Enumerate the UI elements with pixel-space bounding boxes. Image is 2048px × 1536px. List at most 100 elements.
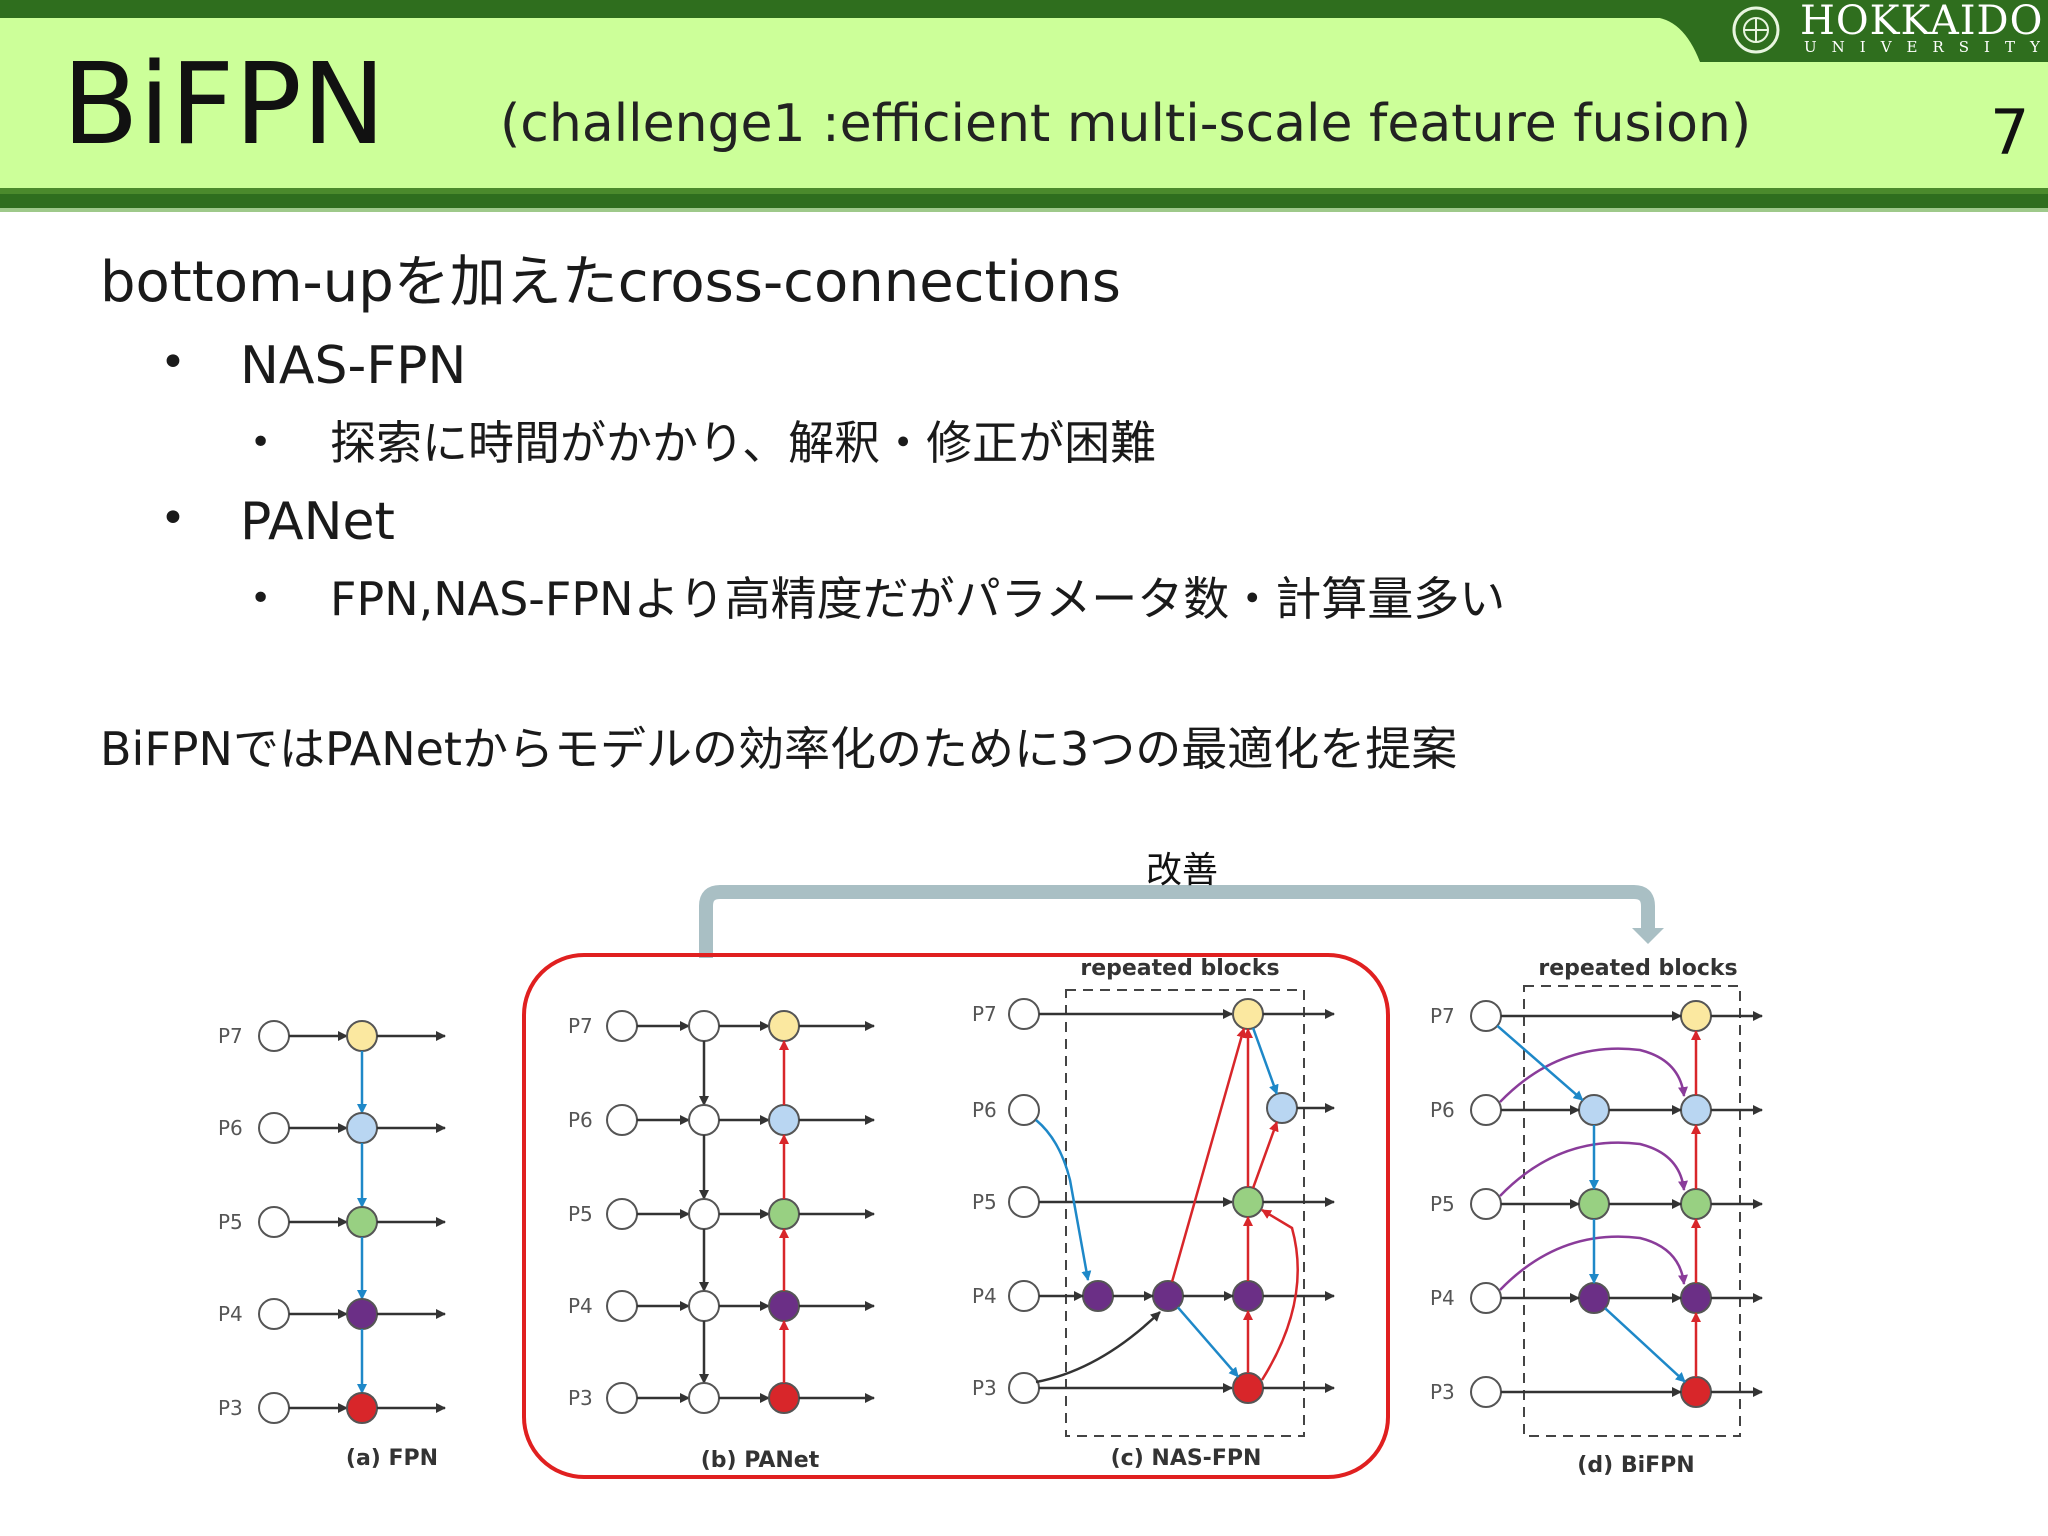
fpn-node xyxy=(346,1020,378,1052)
input-node xyxy=(258,1298,290,1330)
input-node xyxy=(1470,1188,1502,1220)
input-node xyxy=(1470,1376,1502,1408)
nas-node xyxy=(1232,1372,1264,1404)
nas-node xyxy=(1266,1092,1298,1124)
level-label: P4 xyxy=(972,1284,997,1308)
level-label: P7 xyxy=(972,1002,997,1026)
fpn-node xyxy=(346,1112,378,1144)
input-node xyxy=(258,1112,290,1144)
level-label: P6 xyxy=(1430,1098,1455,1122)
improve-label: 改善 xyxy=(1146,850,1218,891)
nas-node xyxy=(1082,1280,1114,1312)
improve-arrow xyxy=(699,885,1655,958)
panet-node xyxy=(768,1010,800,1042)
slide-subtitle: (challenge1 :efficient multi-scale featu… xyxy=(500,94,1752,154)
level-label: P6 xyxy=(568,1108,593,1132)
sub-bullet-panet: FPN,NAS-FPNより高精度だがパラメータ数・計算量多い xyxy=(330,572,1506,626)
level-label: P3 xyxy=(972,1376,997,1400)
top-down-node xyxy=(688,1290,720,1322)
input-node xyxy=(1008,1372,1040,1404)
bifpn-node xyxy=(1680,1094,1712,1126)
logo-name: HOKKAIDO xyxy=(1800,0,2044,44)
input-node xyxy=(1470,1094,1502,1126)
input-node xyxy=(1470,1282,1502,1314)
input-node xyxy=(1470,1000,1502,1032)
level-label: P5 xyxy=(568,1202,593,1226)
nas-node xyxy=(1232,1186,1264,1218)
level-label: P5 xyxy=(1430,1192,1455,1216)
bullet-dot: • xyxy=(160,337,186,388)
bifpn-node xyxy=(1680,1282,1712,1314)
nas-node xyxy=(1152,1280,1184,1312)
input-node xyxy=(606,1382,638,1414)
level-label: P4 xyxy=(1430,1286,1455,1310)
bifpn-node xyxy=(1680,1376,1712,1408)
fpn-node xyxy=(346,1298,378,1330)
level-label: P3 xyxy=(568,1386,593,1410)
university-logo xyxy=(1722,0,2042,62)
body-line-bifpn-proposal: BiFPNではPANetからモデルの効率化のために3つの最適化を提案 xyxy=(100,722,1458,776)
nas-blue-arrow xyxy=(1035,1119,1092,1281)
bifpn-node xyxy=(1680,1188,1712,1220)
level-label: P6 xyxy=(972,1098,997,1122)
improve-arrowhead xyxy=(1632,928,1664,944)
panet-node xyxy=(768,1104,800,1136)
bullet-panet: PANet xyxy=(240,492,395,552)
top-down-arrow xyxy=(1496,1024,1584,1102)
highlight-box xyxy=(522,953,1390,1479)
emblem-icon xyxy=(1732,6,1780,54)
body-line-bottom-up: bottom-upを加えたcross-connections xyxy=(100,250,1121,315)
level-label: P4 xyxy=(568,1294,593,1318)
input-node xyxy=(1008,1280,1040,1312)
panet-node xyxy=(768,1290,800,1322)
slide-number: 7 xyxy=(1990,96,2030,169)
caption-panet: (b) PANet xyxy=(701,1448,820,1473)
panet-node xyxy=(768,1198,800,1230)
bifpn-node xyxy=(1680,1000,1712,1032)
top-down-node xyxy=(688,1382,720,1414)
bifpn-mid-node xyxy=(1578,1282,1610,1314)
bullet-nas-fpn: NAS-FPN xyxy=(240,336,467,396)
nas-red-curve xyxy=(1260,1208,1299,1381)
nas-red-arrow xyxy=(1251,1121,1279,1189)
repeated-blocks-label-nas: repeated blocks xyxy=(1080,956,1279,981)
level-label: P6 xyxy=(218,1116,243,1140)
level-label: P5 xyxy=(218,1210,243,1234)
nas-node xyxy=(1232,1280,1264,1312)
panet-node xyxy=(768,1382,800,1414)
skip-connection-arrow xyxy=(1499,1047,1688,1103)
level-label: P7 xyxy=(218,1024,243,1048)
skip-connection-arrow xyxy=(1499,1141,1688,1197)
input-node xyxy=(258,1020,290,1052)
nas-blue-arrow xyxy=(1251,1027,1279,1095)
fpn-node xyxy=(346,1392,378,1424)
sub-bullet-dot: • xyxy=(250,578,272,619)
caption-bifpn: (d) BiFPN xyxy=(1577,1453,1694,1478)
nas-blue-arrow xyxy=(1176,1306,1240,1378)
bullet-dot: • xyxy=(160,493,186,544)
bifpn-mid-node xyxy=(1578,1188,1610,1220)
sub-bullet-dot: • xyxy=(250,422,272,463)
caption-fpn: (a) FPN xyxy=(346,1446,438,1471)
repeated-block-box xyxy=(1065,989,1305,1437)
top-down-node xyxy=(688,1010,720,1042)
level-label: P3 xyxy=(218,1396,243,1420)
level-label: P4 xyxy=(218,1302,243,1326)
caption-nas-fpn: (c) NAS-FPN xyxy=(1111,1446,1262,1471)
skip-connection-arrow xyxy=(1499,1235,1688,1291)
top-down-node xyxy=(688,1104,720,1136)
input-node xyxy=(1008,998,1040,1030)
level-label: P3 xyxy=(1430,1380,1455,1404)
input-node xyxy=(606,1010,638,1042)
repeated-block-box xyxy=(1523,985,1741,1437)
top-down-arrow xyxy=(1604,1307,1686,1383)
input-node xyxy=(258,1392,290,1424)
input-node xyxy=(606,1290,638,1322)
input-node xyxy=(1008,1186,1040,1218)
nas-curve-arrow xyxy=(1035,1311,1161,1384)
repeated-blocks-label-bifpn: repeated blocks xyxy=(1538,956,1737,981)
level-label: P5 xyxy=(972,1190,997,1214)
nas-red-arrow xyxy=(1170,1027,1247,1282)
fpn-node xyxy=(346,1206,378,1238)
